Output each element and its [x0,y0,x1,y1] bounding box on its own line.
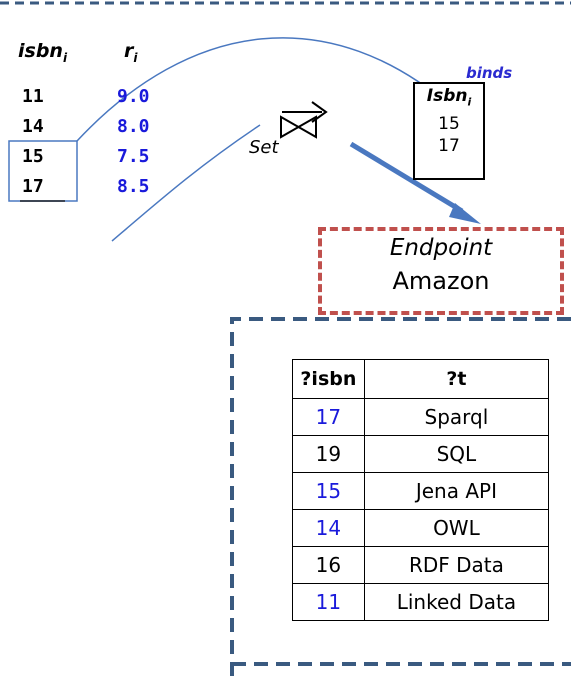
endpoint-box: Endpoint Amazon [318,227,564,315]
title-value: Linked Data [363,583,550,621]
binds-value: 15 [438,114,460,135]
isbn-value: 19 [292,435,365,473]
flow-arrow-head [449,203,481,224]
title-value: Sparql [363,398,550,436]
r-header: ri [124,40,138,65]
isbn-value: 17 [292,398,365,436]
isbn-cell: 11 [22,86,44,107]
column-header-isbn: ?isbn [292,359,365,399]
binds-value: 17 [438,136,460,157]
isbn-value: 11 [292,583,365,621]
isbn-value: 15 [292,472,365,510]
table-row: 11 Linked Data [292,583,550,621]
set-label: Set [249,137,279,158]
isbn-value: 14 [292,509,365,547]
table-row: 15 Jena API [292,472,550,510]
title-value: RDF Data [363,546,550,584]
endpoint-name: Amazon [392,267,490,295]
isbn-header: isbni [18,40,68,65]
flow-arrow-shaft [349,141,464,214]
rating-cell: 8.0 [117,116,150,137]
binds-title: binds [466,64,513,82]
title-value: OWL [363,509,550,547]
upper-curve [76,37,456,142]
endpoint-title: Endpoint [389,235,493,261]
table-row: 17 Sparql [292,398,550,436]
table-row: 19 SQL [292,435,550,473]
table-row: 14 OWL [292,509,550,547]
table-row: 16 RDF Data [292,546,550,584]
isbn-value: 16 [292,546,365,584]
rating-cell: 9.0 [117,86,150,107]
isbn-cell: 14 [22,116,44,137]
rating-cell: 8.5 [117,176,150,197]
binds-table: Isbni 15 17 [413,82,485,180]
rating-cell: 7.5 [117,146,150,167]
title-value: Jena API [363,472,550,510]
results-table: ?isbn ?t 17 Sparql 19 SQL 15 Jena API 14… [292,359,550,621]
title-value: SQL [363,435,550,473]
isbn-cell: 15 [22,146,44,167]
results-dashed-frame [230,317,571,676]
results-header-row: ?isbn ?t [292,359,550,399]
isbn-cell: 17 [22,176,44,197]
set-operator-icon [280,101,328,139]
lower-curve [111,124,261,242]
column-header-t: ?t [363,359,550,399]
binds-header: Isbni [426,86,472,109]
